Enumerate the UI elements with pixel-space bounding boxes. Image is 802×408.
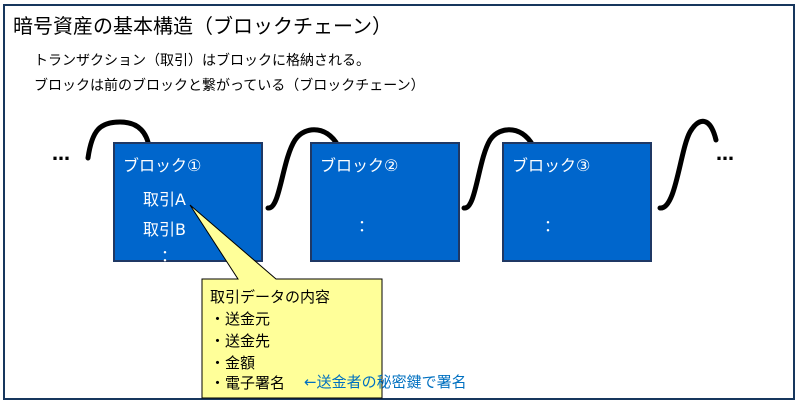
block-3-more: ： (544, 216, 561, 235)
block-2-more: ： (358, 216, 375, 235)
chain-link-1-2 (265, 127, 343, 211)
block-1-transaction-a: 取引A (143, 190, 186, 209)
callout-heading: 取引データの内容 (210, 288, 331, 306)
chain-link-right (657, 118, 719, 211)
block-1-title: ブロック① (123, 156, 202, 175)
ellipsis-left: … (52, 144, 72, 165)
callout-item-signature: ・電子署名 (210, 374, 286, 392)
description-line-2: ブロックは前のブロックと繋がっている（ブロックチェーン） (34, 78, 425, 94)
block-1: ブロック① 取引A 取引B ： (113, 142, 263, 265)
ellipsis-right: … (716, 144, 736, 165)
block-3-title: ブロック③ (512, 156, 591, 175)
block-2: ブロック② ： (310, 142, 460, 262)
block-1-more: ： (161, 246, 178, 265)
diagram-title: 暗号資産の基本構造（ブロックチェーン） (13, 14, 392, 38)
callout-item-amount: ・金額 (210, 354, 256, 372)
block-2-title: ブロック② (320, 156, 399, 175)
block-1-transaction-b: 取引B (143, 220, 186, 239)
signature-note: ←送金者の秘密鍵で署名 (304, 373, 467, 391)
description-line-1: トランザクション（取引）はブロックに格納される。 (34, 53, 370, 69)
callout-item-recipient: ・送金先 (210, 332, 271, 350)
callout-item-sender: ・送金元 (210, 310, 271, 328)
chain-link-2-3 (461, 127, 538, 211)
block-3: ブロック③ ： (502, 142, 652, 262)
